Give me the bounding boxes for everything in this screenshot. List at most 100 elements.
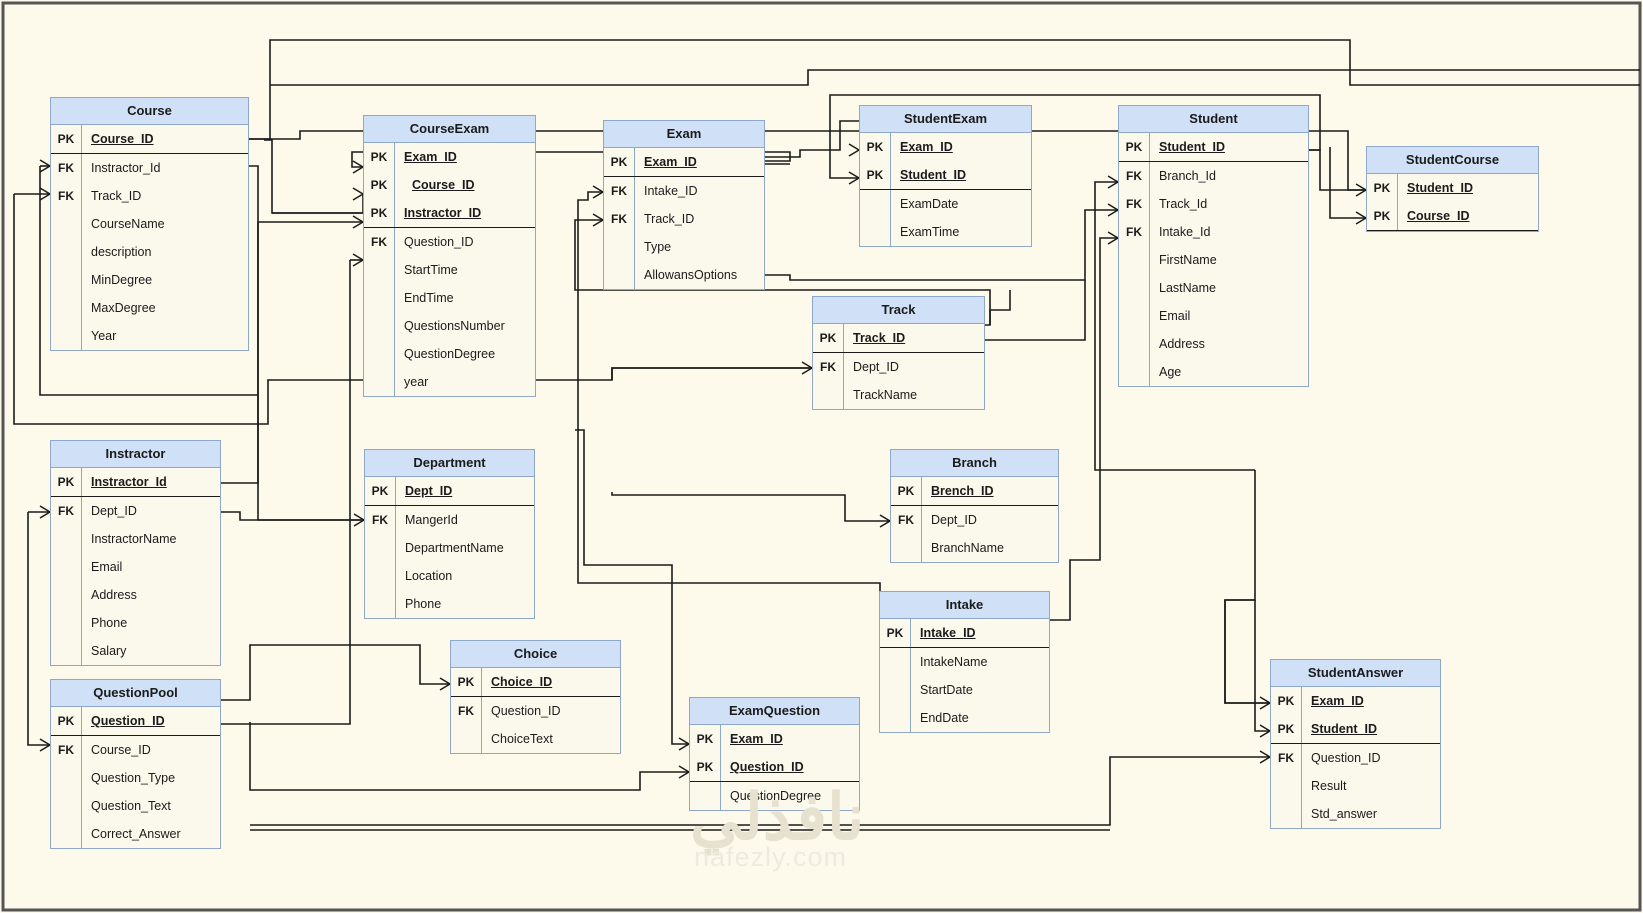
attribute-name-text: Location (405, 569, 453, 583)
attribute-name-text: Student_ID (1311, 722, 1377, 736)
attribute-name: Std_answer (1301, 800, 1440, 828)
key-marker: FK (58, 189, 74, 203)
attribute-name: Track_Id (1149, 190, 1308, 218)
entity-title: Choice (451, 641, 620, 668)
attribute-row: BranchName (891, 534, 1058, 562)
attribute-row: FirstName (1119, 246, 1308, 274)
attribute-name-text: Question_ID (1311, 751, 1381, 765)
attribute-row: TrackName (813, 381, 984, 409)
key-marker: PK (610, 155, 628, 169)
attribute-name: BranchName (921, 534, 1058, 562)
attribute-name-text: Address (1159, 337, 1205, 351)
attribute-name: Instractor_ID (394, 199, 535, 227)
attribute-group: QuestionDegree (690, 782, 859, 810)
attribute-name-text: AllowansOptions (644, 268, 738, 282)
attribute-name: Track_ID (81, 182, 248, 210)
attribute-name-text: Correct_Answer (91, 827, 181, 841)
attribute-name: Brench_ID (921, 477, 1058, 505)
entity-title: Course (51, 98, 248, 125)
attribute-name: Exam_ID (1301, 687, 1440, 715)
attribute-name-text: CourseName (91, 217, 165, 231)
attribute-name-text: Dept_ID (405, 484, 453, 498)
attribute-name: Email (81, 553, 220, 581)
attribute-row: Type (604, 233, 764, 261)
attribute-name: IntakeName (910, 648, 1049, 676)
attribute-name: FirstName (1149, 246, 1308, 274)
attribute-name: Exam_ID (394, 143, 535, 171)
attribute-name-text: QuestionDegree (730, 789, 822, 803)
key-marker: PK (1373, 209, 1391, 223)
attribute-row: QuestionDegree (690, 782, 859, 810)
attribute-name-text: TrackName (853, 388, 918, 402)
attribute-row: StartDate (880, 676, 1049, 704)
attribute-name-text: Track_Id (1159, 197, 1208, 211)
attribute-name-text: BranchName (931, 541, 1004, 555)
key-marker: FK (611, 212, 627, 226)
attribute-row: Email (1119, 302, 1308, 330)
attribute-name-text: InstractorName (91, 532, 177, 546)
attribute-name: Dept_ID (843, 353, 984, 381)
attribute-name: Branch_Id (1149, 162, 1308, 190)
attribute-name: Dept_ID (81, 497, 220, 525)
attribute-name: Address (81, 581, 220, 609)
attribute-name-text: StartTime (404, 263, 458, 277)
attribute-name-text: Exam_ID (730, 732, 783, 746)
key-marker: PK (866, 140, 884, 154)
attribute-name-text: Exam_ID (900, 140, 953, 154)
attribute-name-text: QuestionsNumber (404, 319, 505, 333)
attribute-name-text: FirstName (1159, 253, 1217, 267)
attribute-name-text: Dept_ID (91, 504, 137, 518)
attribute-name: Salary (81, 637, 220, 665)
key-marker: FK (1126, 197, 1142, 211)
entity-title: StudentAnswer (1271, 660, 1440, 687)
attribute-name: Location (395, 562, 534, 590)
attribute-name-text: Course_ID (412, 178, 475, 192)
attribute-name-text: IntakeName (920, 655, 988, 669)
attribute-name-text: MinDegree (91, 273, 153, 287)
key-marker: PK (886, 626, 904, 640)
attribute-row: Correct_Answer (51, 820, 220, 848)
attribute-name-text: Question_ID (491, 704, 561, 718)
attribute-row: year (364, 368, 535, 396)
attribute-name: ChoiceText (481, 725, 620, 753)
key-marker: PK (1125, 140, 1143, 154)
attribute-name-text: ExamTime (900, 225, 960, 239)
